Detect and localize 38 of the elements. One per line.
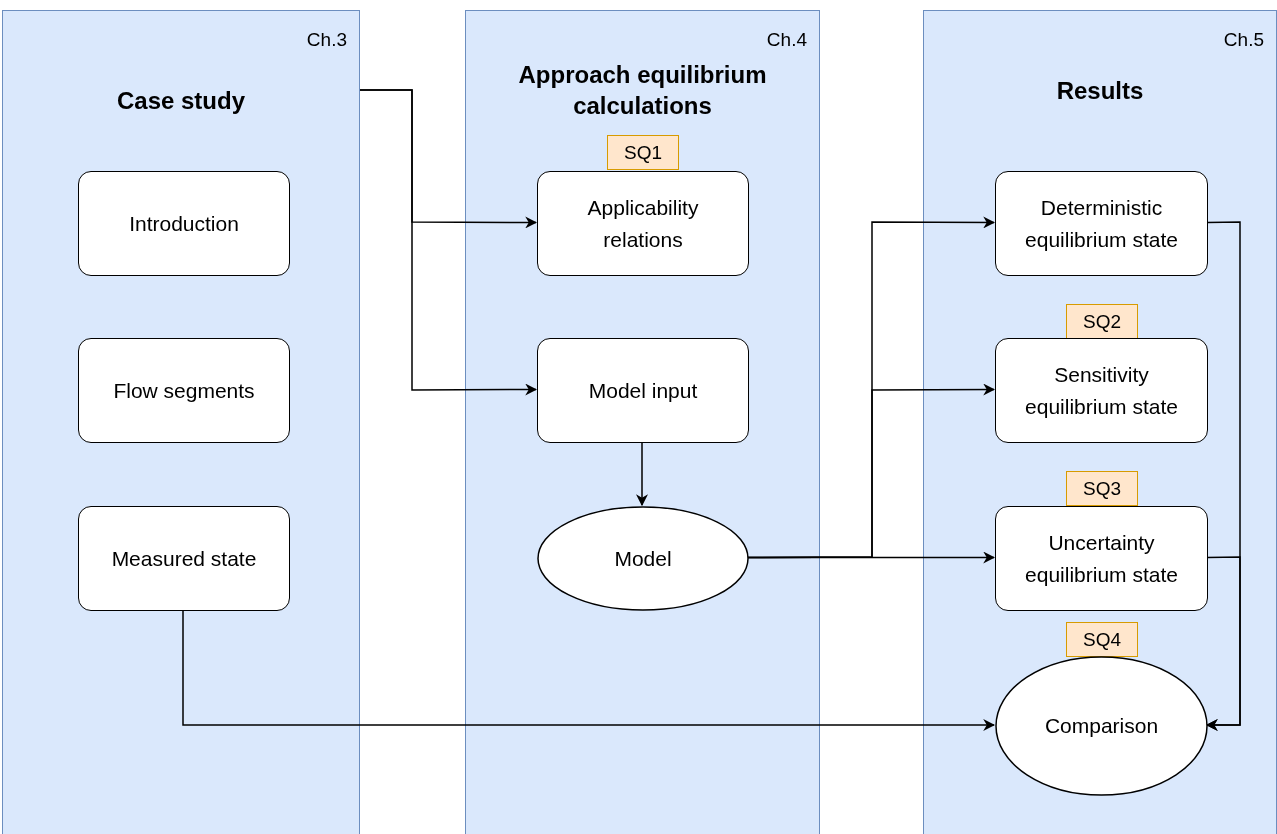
chapter-number: Ch.4 (766, 29, 807, 51)
arrow (747, 551, 996, 564)
chapter-number: Ch.5 (1223, 29, 1264, 51)
panel-heading: Results (1055, 76, 1145, 106)
node-label: Model (613, 545, 673, 572)
process-box (537, 338, 749, 443)
arrow (359, 89, 538, 396)
node-label: Deterministic equilibrium state (1024, 194, 1179, 253)
process-box (78, 338, 290, 443)
question-tag: SQ3 (1066, 471, 1138, 506)
process-box (78, 506, 290, 611)
node-label: Model input (587, 377, 699, 404)
arrow (182, 609, 996, 731)
arrow (636, 441, 648, 507)
process-box (995, 338, 1208, 443)
process-box (995, 171, 1208, 276)
node-label: Comparison (1043, 713, 1160, 739)
arrow (1205, 556, 1241, 731)
chapter-panel (465, 10, 820, 834)
process-box (78, 171, 290, 276)
chapter-panel (923, 10, 1277, 834)
ellipse-node (537, 506, 749, 611)
node-label: Flow segments (112, 377, 256, 404)
panel-heading: Case study (115, 86, 247, 116)
chapter-number: Ch.3 (306, 29, 347, 51)
process-box (537, 171, 749, 276)
panel-heading: Approach equilibrium calculations (517, 60, 768, 121)
node-label: Applicability relations (586, 194, 700, 253)
question-tag: SQ1 (607, 135, 679, 170)
node-label: Sensitivity equilibrium state (1024, 361, 1179, 420)
ellipse-node (995, 656, 1208, 796)
question-tag: SQ2 (1066, 304, 1138, 339)
process-box (995, 506, 1208, 611)
chapter-panel (2, 10, 360, 834)
node-label: Measured state (110, 545, 258, 572)
question-tag: SQ4 (1066, 622, 1138, 657)
node-label: Introduction (128, 210, 240, 237)
node-label: Uncertainty equilibrium state (1024, 529, 1179, 588)
